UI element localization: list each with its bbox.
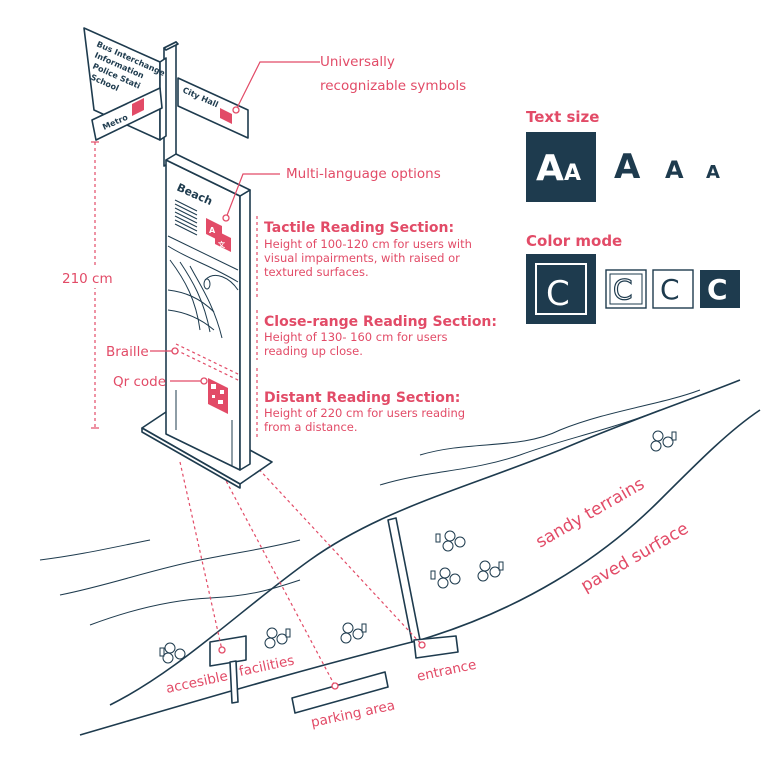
entrance-marker <box>387 517 459 659</box>
svg-text:A: A <box>536 148 564 189</box>
tree-cluster-5 <box>430 567 461 589</box>
sandy-terrains-label: sandy terrains <box>533 474 649 552</box>
height-dimension-label: 210 cm <box>62 271 113 287</box>
svg-text:A: A <box>564 161 581 186</box>
multi-language-callout: Multi-language options <box>286 166 441 182</box>
svg-text:visual impairments, with raise: visual impairments, with raised or <box>264 251 460 265</box>
svg-text:Height of 220 cm for users rea: Height of 220 cm for users reading <box>264 406 465 420</box>
text-block-lines <box>174 199 198 236</box>
svg-text:from a distance.: from a distance. <box>264 420 358 434</box>
tree-cluster-7 <box>650 430 677 452</box>
metro-board <box>91 87 163 141</box>
svg-text:A: A <box>209 226 216 235</box>
text-size-panel: Text size A A A A A <box>526 108 720 202</box>
color-mode-dark-framed <box>526 254 596 324</box>
qr-code-callout: Qr code <box>113 374 166 390</box>
svg-text:Height of 130- 160 cm for user: Height of 130- 160 cm for users <box>264 330 448 344</box>
svg-text:textured surfaces.: textured surfaces. <box>264 265 369 279</box>
bus-icon <box>132 98 144 116</box>
text-size-sample-small: A <box>706 162 720 183</box>
text-size-label: Text size <box>526 108 599 126</box>
symbols-callout-line2: recognizable symbols <box>320 78 466 94</box>
panel-map <box>167 235 239 339</box>
tree-cluster-3 <box>340 622 367 644</box>
close-range-section-title: Close-range Reading Section: <box>264 314 497 330</box>
svg-text:Height of 100-120 cm for users: Height of 100-120 cm for users with <box>264 237 472 251</box>
color-mode-outline-double <box>605 269 647 309</box>
svg-text:C: C <box>660 273 680 306</box>
tree-cluster-2 <box>264 627 291 649</box>
braille-callout: Braille <box>106 344 149 360</box>
color-mode-outline <box>652 269 694 309</box>
signpost: Beach A 文 <box>83 27 273 489</box>
color-mode-dark <box>700 270 740 308</box>
sign-panel <box>165 159 241 471</box>
accessible-facilities-marker <box>209 635 247 704</box>
parking-area-marker <box>291 671 389 714</box>
svg-text:C: C <box>546 274 570 314</box>
language-icon: A 文 <box>206 218 231 252</box>
city-hall-icon <box>220 108 232 124</box>
tree-cluster-1 <box>159 642 186 664</box>
entrance-label: entrance <box>416 657 478 685</box>
text-size-big-sample-box <box>526 132 596 202</box>
tree-cluster-6 <box>477 560 504 582</box>
svg-text:C: C <box>613 273 633 306</box>
svg-text:文: 文 <box>218 240 226 249</box>
accessible-label: accesible <box>165 668 230 697</box>
distant-section-title: Distant Reading Section: <box>264 390 460 406</box>
svg-text:reading up close.: reading up close. <box>264 344 363 358</box>
text-size-sample-large: A <box>614 147 641 187</box>
paved-surface-label: paved surface <box>578 519 693 597</box>
color-mode-panel: Color mode C C C C <box>526 232 740 324</box>
tree-cluster-4 <box>435 530 466 552</box>
qr-code-icon <box>208 378 228 414</box>
color-mode-label: Color mode <box>526 232 622 250</box>
symbols-callout-line1: Universally <box>320 54 395 70</box>
text-size-sample-medium: A <box>665 156 684 184</box>
svg-text:C: C <box>707 273 728 306</box>
tactile-section-title: Tactile Reading Section: <box>264 220 454 236</box>
